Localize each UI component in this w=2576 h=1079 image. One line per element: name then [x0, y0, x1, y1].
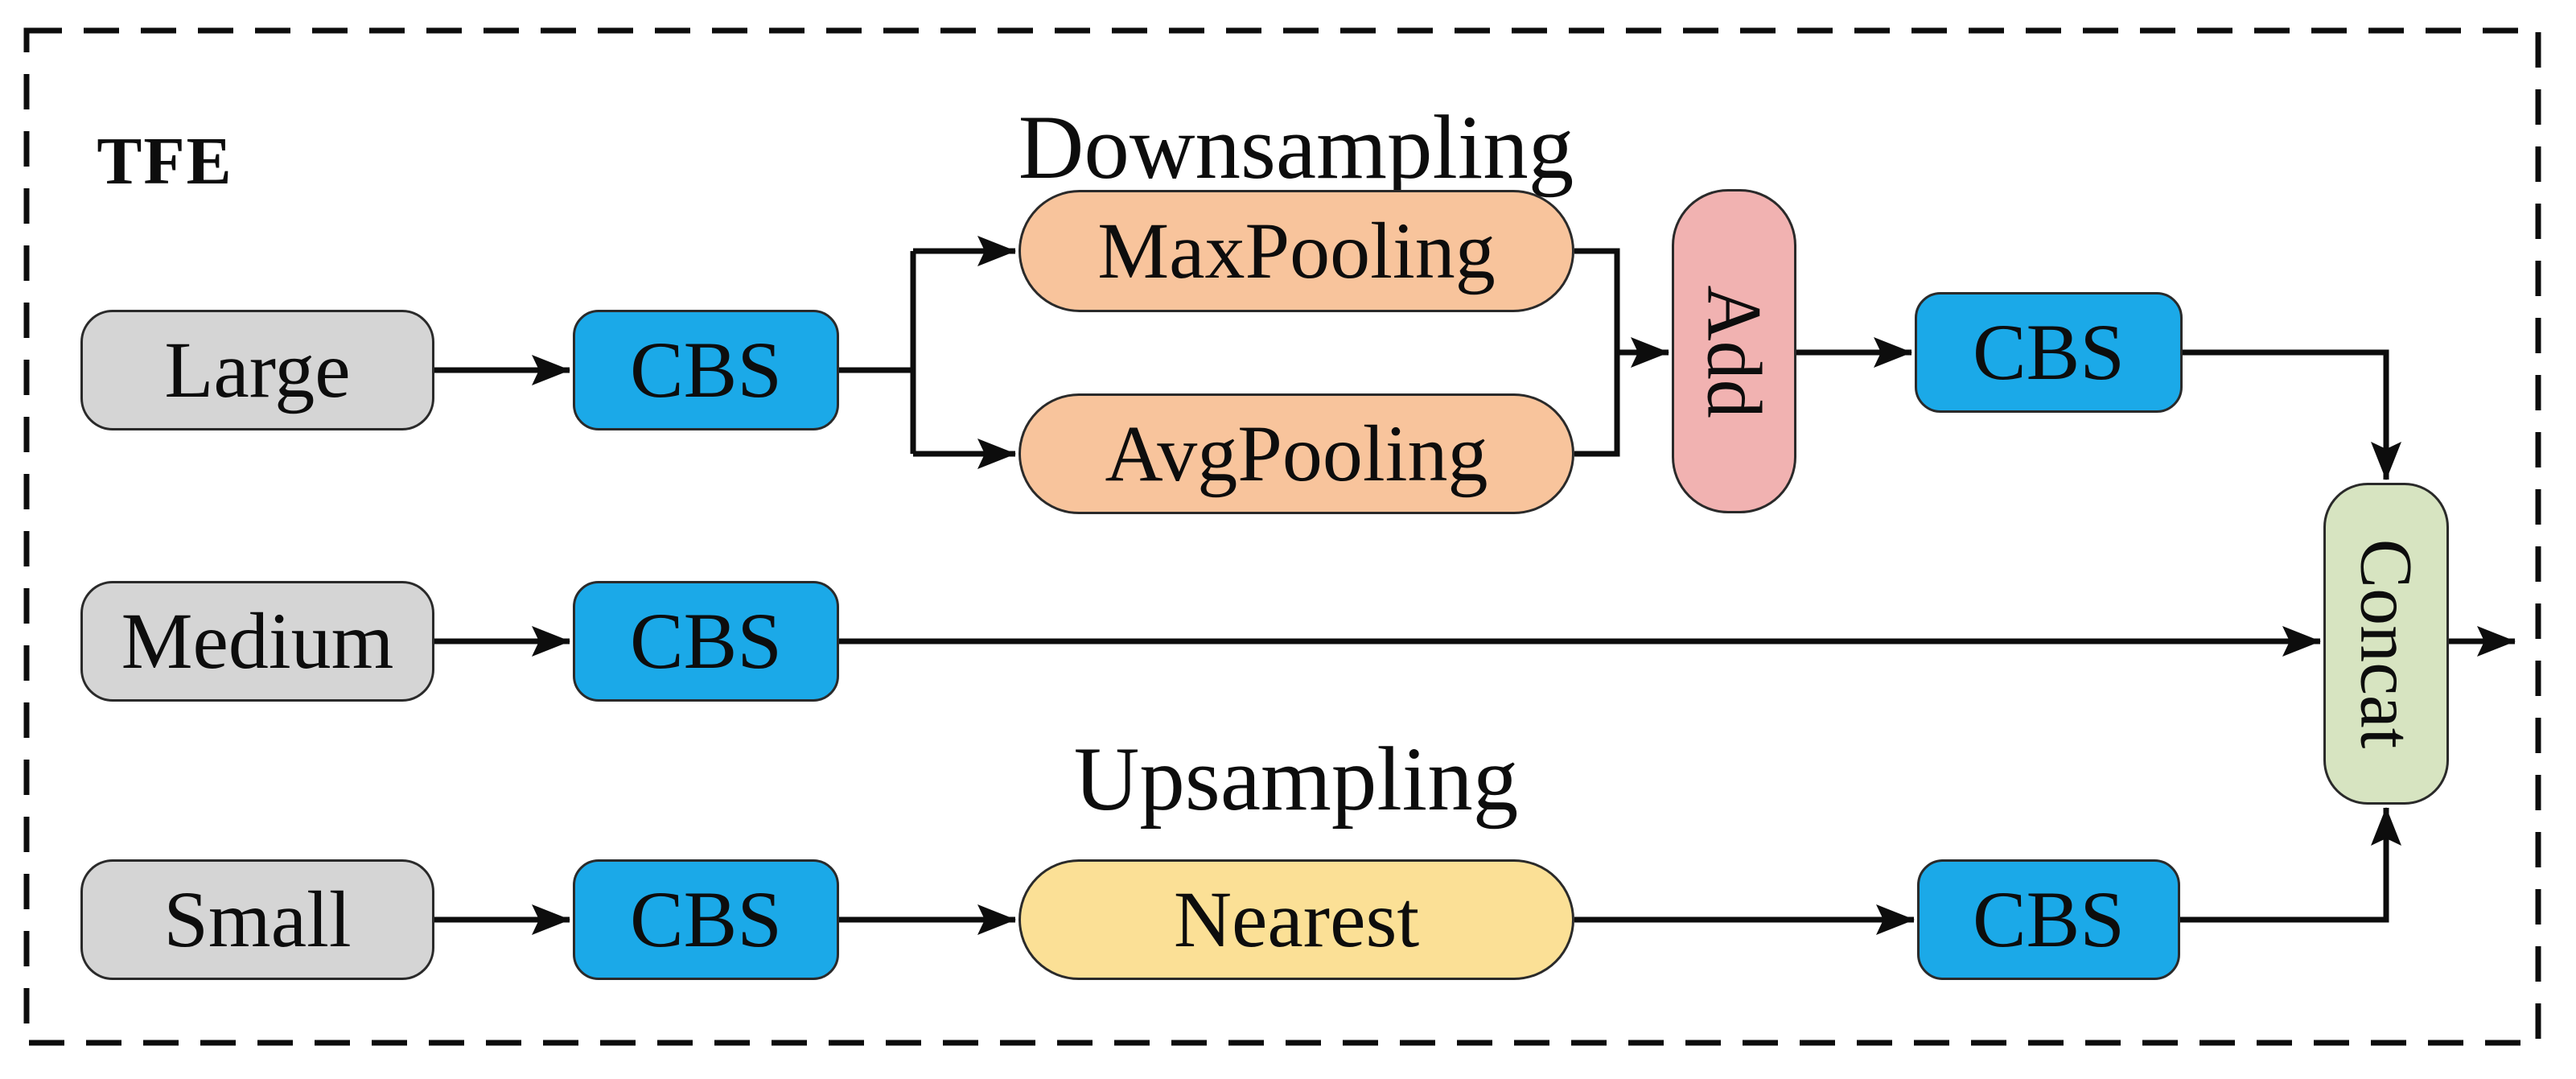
concat-node-label: Concat	[2345, 538, 2427, 749]
connector-pooling-merge	[1574, 248, 1620, 457]
add-node: Add	[1672, 189, 1796, 513]
maxpooling-node-label: MaxPooling	[1097, 206, 1496, 295]
input-node-medium: Medium	[80, 581, 434, 702]
input-node-small-label: Small	[163, 875, 352, 964]
input-node-small: Small	[80, 859, 434, 980]
cbs-node-medium-label: CBS	[629, 596, 782, 686]
nearest-node: Nearest	[1018, 859, 1574, 980]
cbs-node-after-add: CBS	[1915, 292, 2183, 413]
downsampling-label: Downsampling	[1018, 97, 1574, 198]
avgpooling-node-label: AvgPooling	[1105, 409, 1488, 498]
cbs-node-after-add-label: CBS	[1972, 307, 2125, 397]
cbs-node-small: CBS	[573, 859, 839, 980]
cbs-node-large-label: CBS	[629, 325, 782, 414]
input-node-large: Large	[80, 310, 434, 430]
upsampling-label: Upsampling	[1073, 728, 1519, 830]
input-node-medium-label: Medium	[121, 596, 394, 686]
nearest-node-label: Nearest	[1173, 875, 1420, 964]
module-title: TFE	[97, 123, 233, 199]
cbs-node-after-nearest: CBS	[1917, 859, 2180, 980]
cbs-node-small-label: CBS	[629, 875, 782, 964]
connector-cbs-to-concat-bottom	[2180, 807, 2401, 923]
concat-node: Concat	[2323, 483, 2449, 805]
cbs-node-after-nearest-label: CBS	[1972, 875, 2125, 964]
cbs-node-large: CBS	[573, 310, 839, 430]
diagram-dashed-border	[23, 27, 2541, 1046]
cbs-node-medium: CBS	[573, 581, 839, 702]
add-node-label: Add	[1691, 284, 1778, 418]
connector-cbs-to-concat-top	[2183, 349, 2401, 480]
maxpooling-node: MaxPooling	[1018, 190, 1574, 312]
input-node-large-label: Large	[164, 325, 351, 414]
avgpooling-node: AvgPooling	[1018, 393, 1574, 514]
